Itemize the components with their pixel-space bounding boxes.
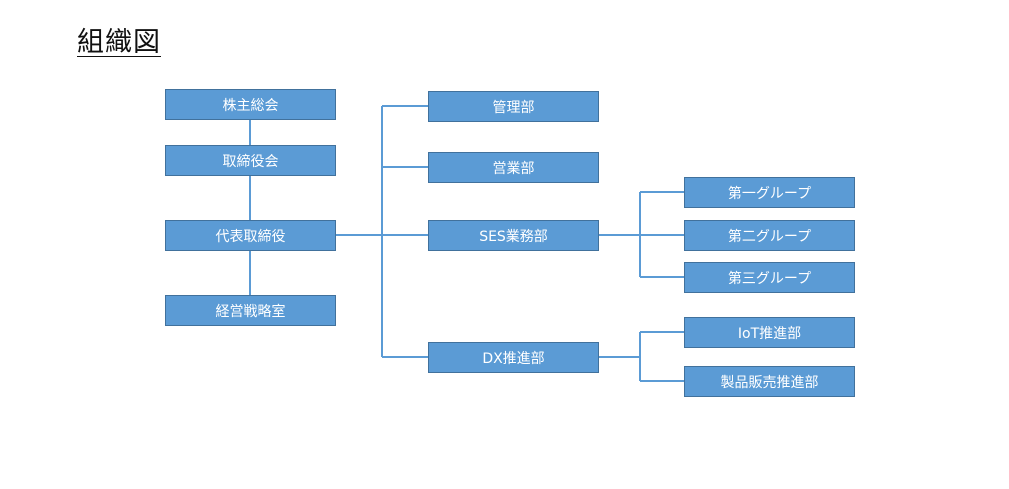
box-strategy: 経営戦略室 [165, 295, 336, 326]
box-shareholders: 株主総会 [165, 89, 336, 120]
box-iot: IoT推進部 [684, 317, 855, 348]
page-title: 組織図 [77, 27, 161, 58]
box-group3: 第三グループ [684, 262, 855, 293]
box-group2: 第二グループ [684, 220, 855, 251]
box-admin: 管理部 [428, 91, 599, 122]
box-ses: SES業務部 [428, 220, 599, 251]
box-board: 取締役会 [165, 145, 336, 176]
box-group1: 第一グループ [684, 177, 855, 208]
box-ceo: 代表取締役 [165, 220, 336, 251]
box-sales: 営業部 [428, 152, 599, 183]
box-dx: DX推進部 [428, 342, 599, 373]
box-product: 製品販売推進部 [684, 366, 855, 397]
